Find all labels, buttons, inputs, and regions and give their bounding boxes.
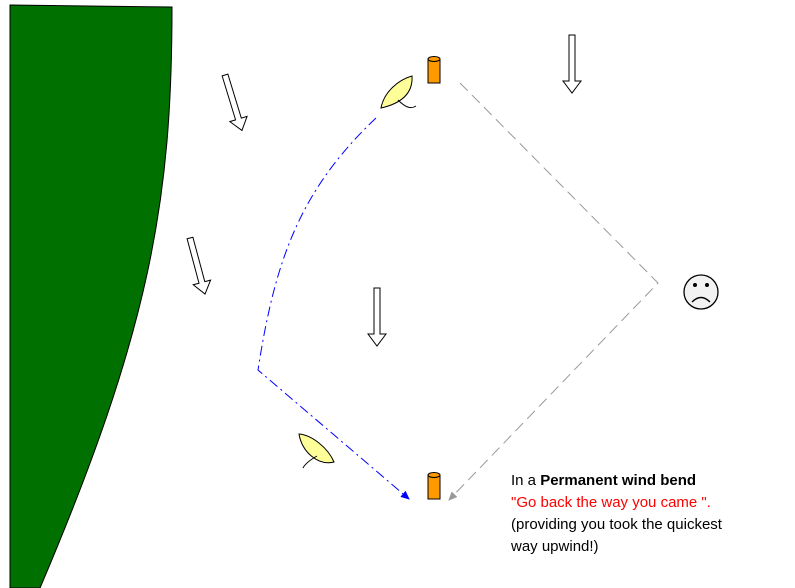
caption-intro: In a <box>511 472 541 489</box>
caption: In a Permanent wind bend "Go back the wa… <box>511 470 781 558</box>
sailboat-icon <box>380 75 417 109</box>
shoreline <box>9 4 173 588</box>
sad-face-icon <box>683 274 719 310</box>
blue-track <box>257 117 410 500</box>
caption-note-2: way upwind!) <box>511 538 599 555</box>
wind-arrow-icon <box>562 34 582 94</box>
caption-line-1: In a Permanent wind bend <box>511 470 781 492</box>
sailboat-icon <box>298 433 335 469</box>
buoy-icon <box>427 56 441 84</box>
caption-quote: "Go back the way you came ". <box>511 494 711 511</box>
wind-arrow-icon <box>367 287 387 347</box>
buoy-icon <box>427 472 441 500</box>
caption-note-1: (providing you took the quickest <box>511 516 722 533</box>
wind-arrow-icon <box>186 236 212 295</box>
wind-arrow-icon <box>221 73 248 132</box>
caption-term: Permanent wind bend <box>540 472 697 489</box>
grey-track <box>448 82 659 501</box>
